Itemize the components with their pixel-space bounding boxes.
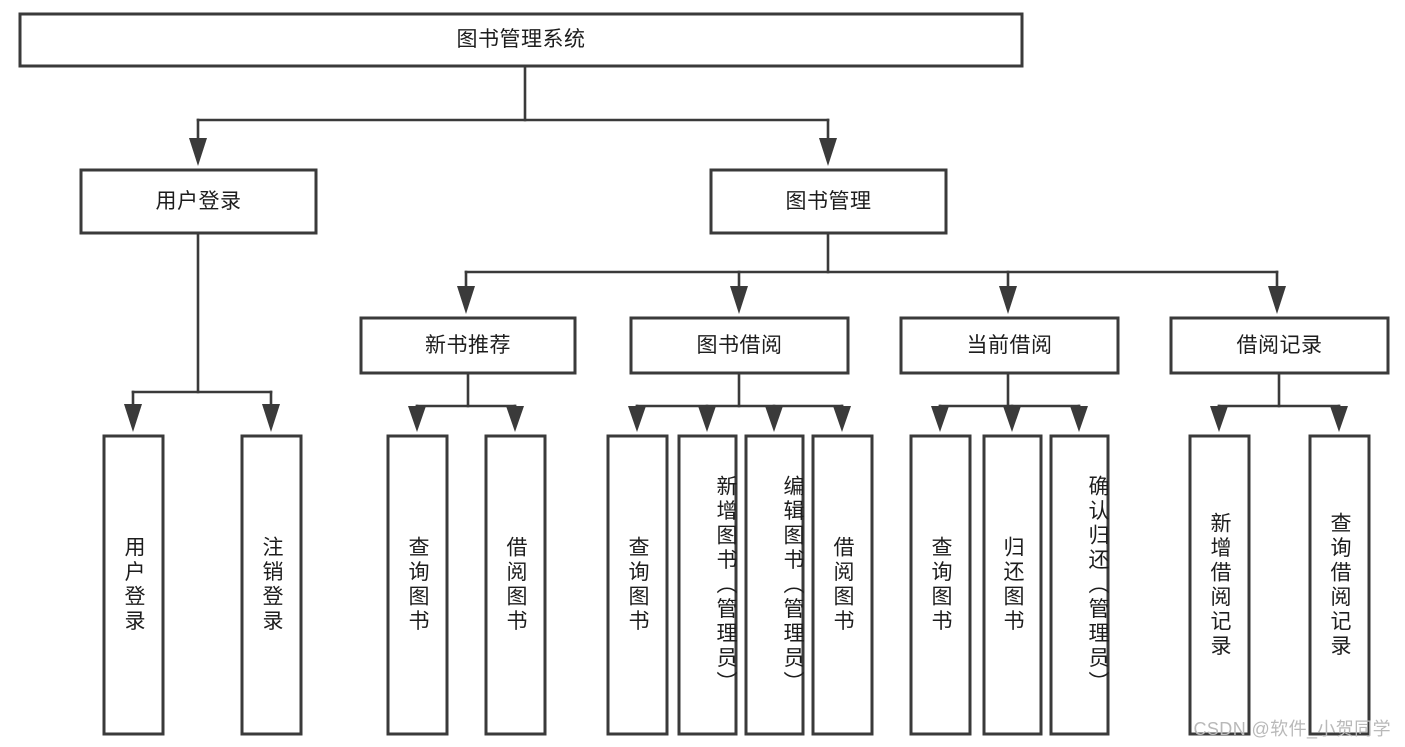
node-box-leaf-add-book-admin[interactable] bbox=[677, 434, 738, 736]
node-box-root[interactable] bbox=[18, 12, 1024, 68]
arrow-head-book-management bbox=[819, 138, 837, 166]
node-box-leaf-edit-book-admin[interactable] bbox=[744, 434, 805, 736]
node-box-leaf-borrow-book[interactable] bbox=[811, 434, 874, 736]
arrow-head-leaf-add-borrow-record bbox=[1210, 406, 1228, 432]
node-box-user-login[interactable] bbox=[79, 168, 318, 235]
node-box-leaf-add-borrow-record[interactable] bbox=[1188, 434, 1251, 736]
node-box-new-book-recommend[interactable] bbox=[359, 316, 577, 375]
node-box-leaf-return-book[interactable] bbox=[982, 434, 1043, 736]
node-box-book-borrow[interactable] bbox=[629, 316, 850, 375]
arrow-head-current-borrow bbox=[999, 286, 1017, 314]
connector-user-login-to-leaves bbox=[124, 231, 280, 432]
arrow-head-borrow-records bbox=[1268, 286, 1286, 314]
node-boxes-group bbox=[18, 12, 1390, 736]
node-box-leaf-query-borrow-record[interactable] bbox=[1308, 434, 1371, 736]
node-box-leaf-confirm-return-admin[interactable] bbox=[1049, 434, 1110, 736]
node-box-leaf-query-books-recommend[interactable] bbox=[386, 434, 449, 736]
node-box-leaf-logout[interactable] bbox=[240, 434, 303, 736]
arrow-head-leaf-user-login bbox=[124, 404, 142, 432]
connector-book-borrow-to-leaves bbox=[628, 371, 851, 432]
connector-root-to-level1 bbox=[189, 64, 837, 166]
node-box-book-management[interactable] bbox=[709, 168, 948, 235]
arrow-head-leaf-query-books-recommend bbox=[408, 406, 426, 432]
arrow-head-leaf-logout bbox=[262, 404, 280, 432]
arrow-head-leaf-query-borrow-record bbox=[1330, 406, 1348, 432]
node-box-current-borrow[interactable] bbox=[899, 316, 1120, 375]
node-box-leaf-query-books-current[interactable] bbox=[909, 434, 972, 736]
connector-book-management-to-level2 bbox=[457, 231, 1286, 314]
node-box-leaf-user-login[interactable] bbox=[102, 434, 165, 736]
node-box-leaf-query-books-borrow[interactable] bbox=[606, 434, 669, 736]
arrow-head-leaf-query-books-borrow bbox=[628, 406, 646, 432]
arrow-head-leaf-add-book-admin bbox=[698, 406, 716, 432]
arrow-head-new-book-recommend bbox=[457, 286, 475, 314]
arrow-head-user-login bbox=[189, 138, 207, 166]
arrow-head-leaf-borrow-book bbox=[833, 406, 851, 432]
connector-new-book-recommend-to-leaves bbox=[408, 371, 524, 432]
arrow-head-leaf-query-books-current bbox=[931, 406, 949, 432]
node-box-borrow-records[interactable] bbox=[1169, 316, 1390, 375]
arrow-head-book-borrow bbox=[730, 286, 748, 314]
arrow-head-leaf-edit-book-admin bbox=[765, 406, 783, 432]
arrow-head-leaf-return-book bbox=[1003, 406, 1021, 432]
connector-borrow-records-to-leaves bbox=[1210, 371, 1348, 432]
connector-current-borrow-to-leaves bbox=[931, 371, 1088, 432]
arrow-head-leaf-borrow-books-recommend bbox=[506, 406, 524, 432]
arrow-head-leaf-confirm-return-admin bbox=[1070, 406, 1088, 432]
node-box-leaf-borrow-books-recommend[interactable] bbox=[484, 434, 547, 736]
